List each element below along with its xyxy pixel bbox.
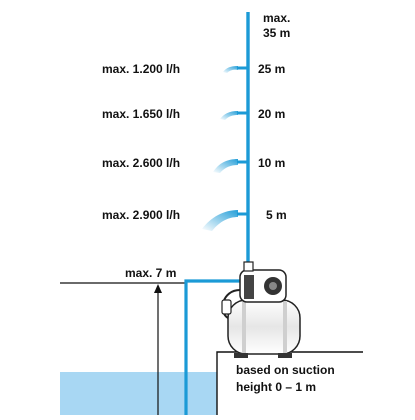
level-flow-10m: max. 2.600 l/h <box>102 156 180 170</box>
height-arrow-icon <box>154 284 162 415</box>
pump-unit-icon <box>221 261 301 358</box>
level-flow-20m: max. 1.650 l/h <box>102 107 180 121</box>
top-height-label-line1: max. <box>263 11 290 25</box>
water-spray-icon <box>213 159 238 173</box>
water-reservoir <box>60 372 217 415</box>
level-height-10m: 10 m <box>258 156 285 170</box>
level-height-25m: 25 m <box>258 62 285 76</box>
water-spray-icon <box>223 66 238 73</box>
top-height-label-line2: 35 m <box>263 26 290 40</box>
level-flow-25m: max. 1.200 l/h <box>102 62 180 76</box>
suction-max-label: max. 7 m <box>125 266 176 280</box>
level-height-20m: 20 m <box>258 107 285 121</box>
ground-platform-outline <box>216 351 363 415</box>
suction-pipe <box>184 279 240 415</box>
suction-note-line2: height 0 – 1 m <box>236 380 316 394</box>
level-height-5m: 5 m <box>266 208 287 222</box>
level-flow-5m: max. 2.900 l/h <box>102 208 180 222</box>
suction-note-line1: based on suction <box>236 363 335 377</box>
water-spray-icon <box>202 210 238 231</box>
water-spray-icon <box>220 111 238 120</box>
